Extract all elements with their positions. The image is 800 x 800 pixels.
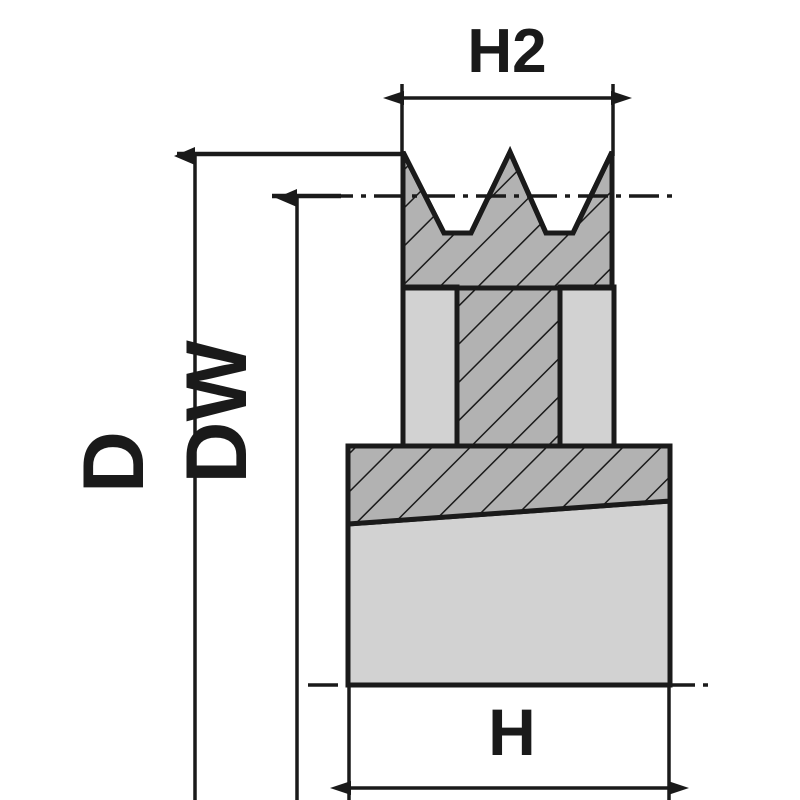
dimension-dw: DW — [169, 189, 341, 800]
left-pocket — [400, 284, 460, 449]
part-body-group — [345, 146, 673, 688]
h2-label: H2 — [467, 17, 546, 86]
d-label: D — [66, 431, 162, 493]
dimension-h: H — [330, 686, 689, 800]
dimension-d: D — [66, 147, 404, 800]
dimension-h2: H2 — [383, 17, 632, 156]
h-label: H — [488, 695, 536, 769]
flange-lower-body — [345, 498, 673, 688]
dw-label: DW — [169, 340, 265, 484]
right-pocket — [557, 284, 617, 449]
crown-outline-overlay — [400, 146, 615, 291]
